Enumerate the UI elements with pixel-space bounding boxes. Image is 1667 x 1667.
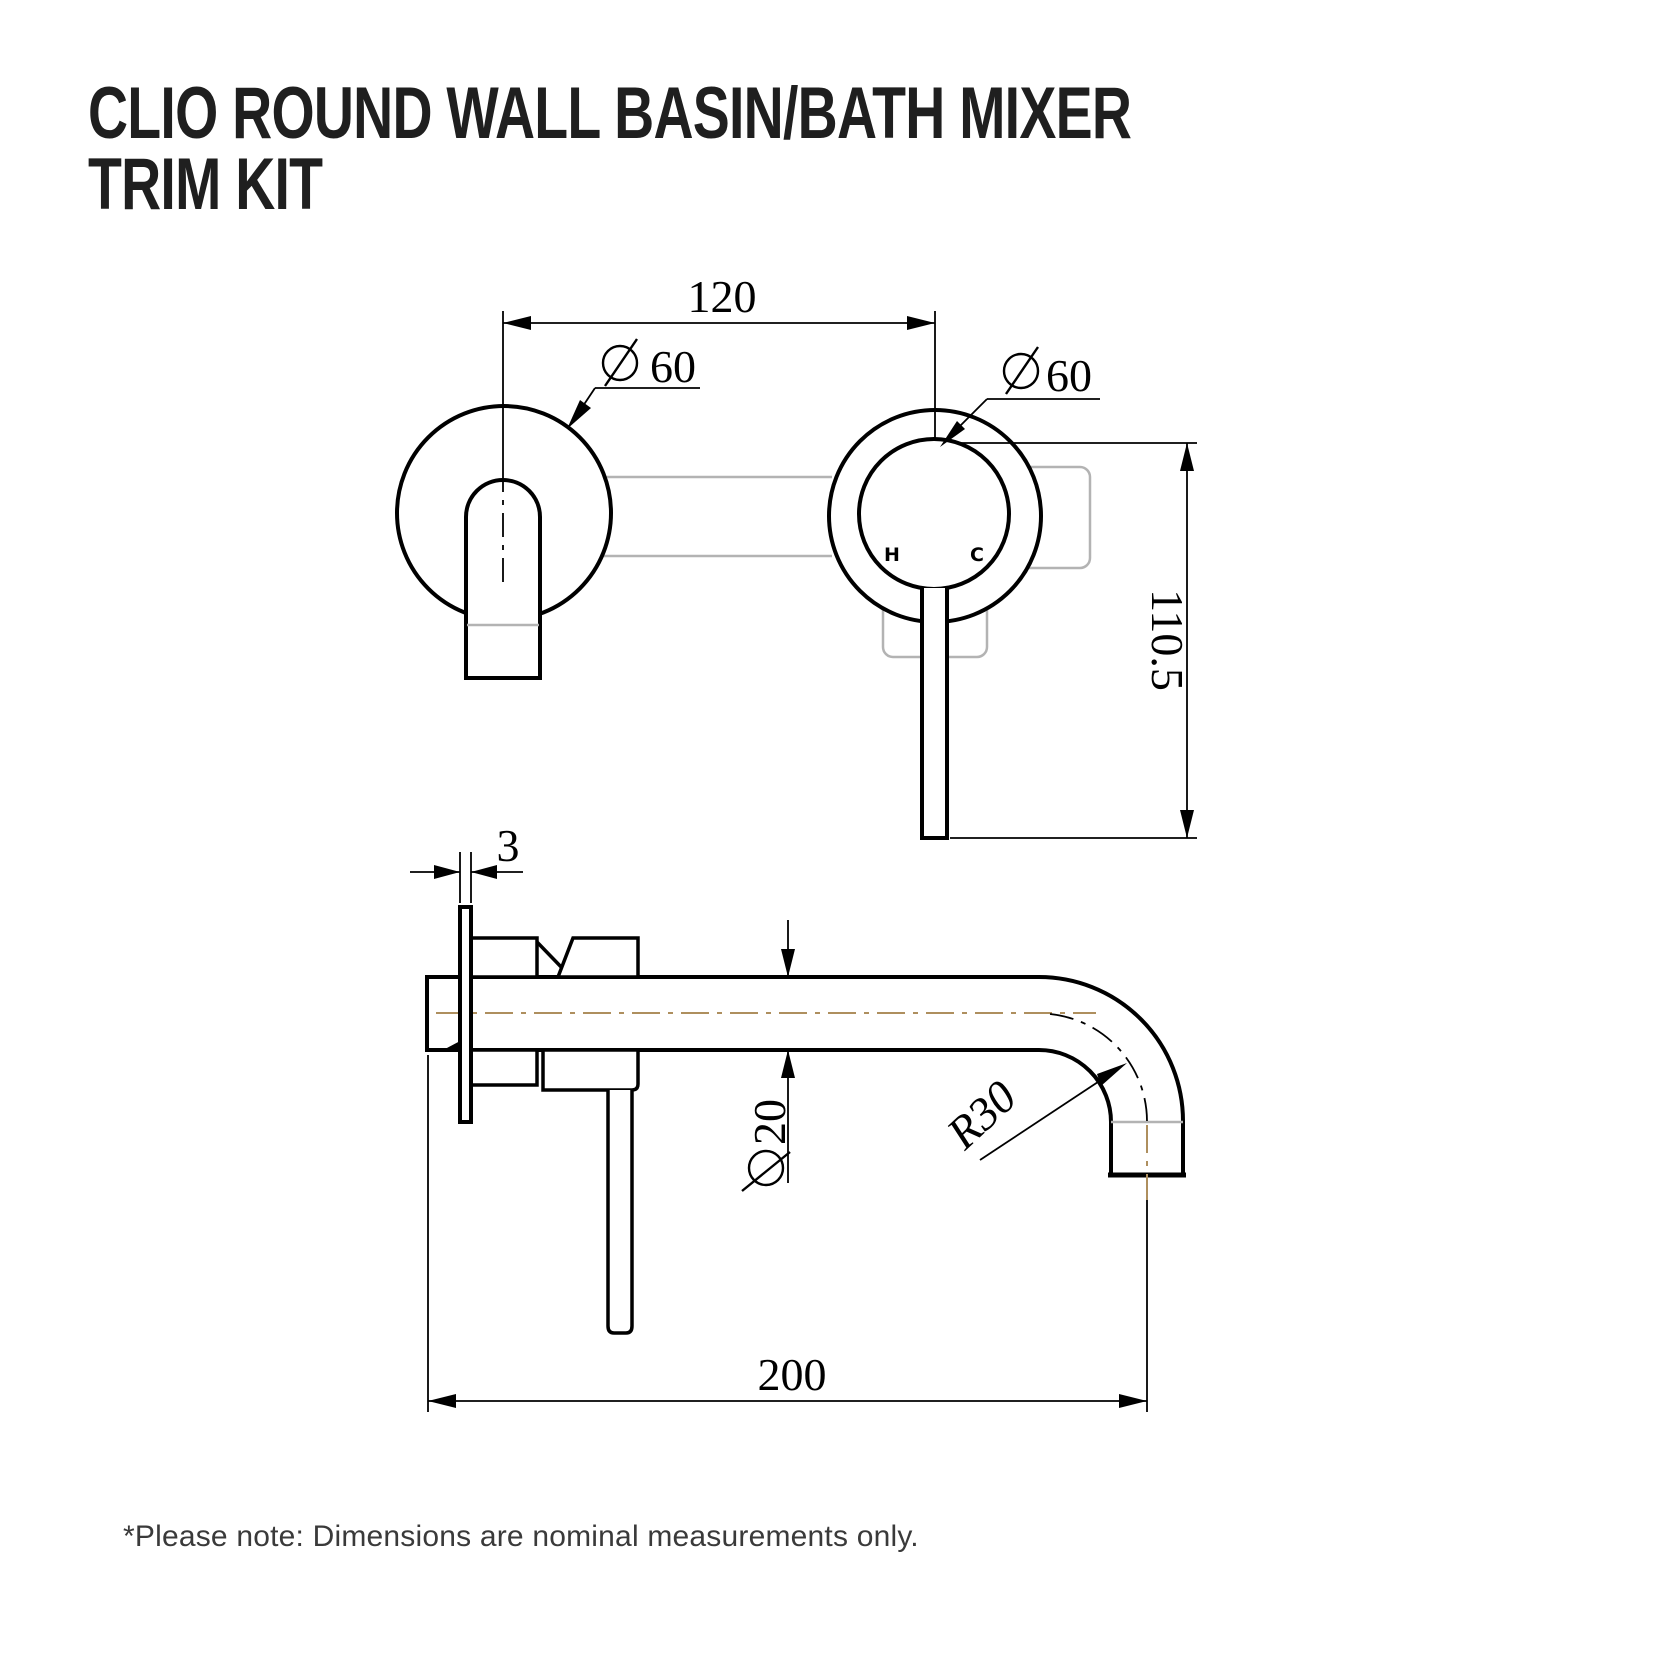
mixer-trim-circle	[857, 437, 1011, 591]
title-line-1: CLIO ROUND WALL BASIN/BATH MIXER	[88, 73, 1132, 154]
dim-right-diameter-text: 60	[1046, 350, 1092, 401]
dim-left-diameter-text: 60	[650, 341, 696, 392]
mixer-handle-side	[606, 1090, 634, 1335]
dimension-reach: 200	[427, 1055, 1148, 1412]
valve-body-lower-left	[469, 1048, 539, 1087]
dim-bend-radius-text: R30	[936, 1071, 1026, 1160]
footnote: *Please note: Dimensions are nominal mea…	[123, 1520, 919, 1553]
dimension-plate-thickness: 3	[410, 820, 523, 903]
dim-plate-thickness-text: 3	[497, 820, 520, 871]
mixer-handle-front	[920, 588, 949, 840]
dim-reach-text: 200	[758, 1349, 827, 1400]
valve-body-upper-left	[469, 936, 539, 979]
dimension-bend-radius: R30	[936, 1063, 1127, 1161]
dimension-handle-height: 110.5	[950, 442, 1197, 839]
diameter-symbol	[1002, 346, 1040, 395]
valve-body-lower-right	[541, 1048, 640, 1092]
page-title: CLIO ROUND WALL BASIN/BATH MIXER TRIM KI…	[88, 73, 1132, 225]
cold-indicator: C	[970, 544, 984, 566]
wall-plate	[458, 905, 473, 1124]
diameter-symbol	[741, 1149, 791, 1192]
dimension-left-escutcheon-diameter: 60	[567, 338, 700, 429]
bend-centerline-arc	[1049, 1013, 1148, 1122]
hot-indicator: H	[884, 544, 900, 566]
title-line-2: TRIM KIT	[88, 144, 323, 225]
valve-body-upper-right	[555, 936, 640, 979]
dimension-right-escutcheon-diameter: 60	[940, 346, 1100, 447]
dimension-center-spacing: 120	[502, 271, 936, 582]
dim-handle-height-text: 110.5	[1142, 589, 1193, 691]
dimension-spout-diameter: 20	[741, 920, 795, 1192]
side-view: 3 20 R30	[410, 820, 1186, 1412]
dim-spout-diameter-text: 20	[744, 1099, 795, 1145]
weld-mark	[445, 1040, 462, 1049]
spout-side	[425, 975, 1185, 1177]
front-view: H C 120 60	[395, 271, 1197, 840]
dim-center-spacing-text: 120	[688, 271, 757, 322]
diameter-symbol	[601, 338, 639, 387]
